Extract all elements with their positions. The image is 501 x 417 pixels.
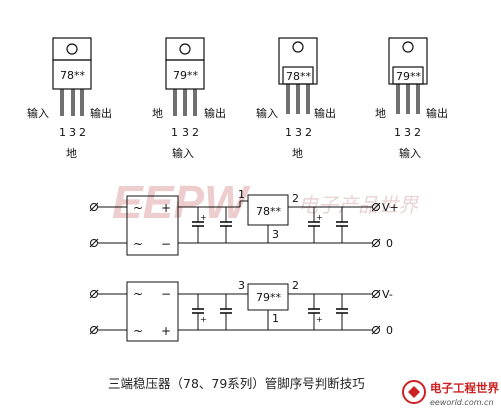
- watermark: EEPW 电子产品世界: [112, 176, 419, 228]
- bridge-top-plus: +: [161, 201, 171, 215]
- package-2-left-label: 地: [152, 107, 163, 120]
- regulator-79-label: 79**: [256, 291, 281, 304]
- bridge-bottom-minus: −: [161, 287, 171, 301]
- terminal-ac-bottom-1: [90, 290, 98, 298]
- regulator-78-pin-out: 2: [292, 192, 299, 205]
- package-2-label: 79**: [173, 69, 198, 82]
- package-4-right-label: 输出: [426, 106, 448, 120]
- package-3-label: 78**: [286, 70, 311, 83]
- package-1-tab: [52, 37, 92, 61]
- package-3-pin-c: 2: [305, 126, 312, 139]
- package-4-label: 79**: [396, 70, 421, 83]
- logo-text-cn: 电子工程世界: [430, 381, 499, 395]
- terminal-zero-bottom: [372, 326, 380, 334]
- package-1-pin-b: 3: [69, 126, 76, 139]
- package-1-left-label: 输入: [27, 106, 49, 120]
- watermark-main: EEPW: [112, 176, 251, 228]
- terminal-ac-top-1: [90, 203, 98, 211]
- bridge-top-minus: −: [161, 237, 171, 251]
- regulator-79-pin-out: 2: [292, 279, 299, 292]
- terminal-ac-top-2: [90, 239, 98, 247]
- regulator-79-pin-gnd: 1: [272, 312, 279, 325]
- package-3-pin-b: 3: [295, 126, 302, 139]
- cap-bottom-1-plus: +: [200, 315, 207, 324]
- package-1-pin-a: 1: [59, 126, 66, 139]
- bridge-bottom-ac-2: ~: [133, 324, 143, 338]
- package-2: [165, 37, 205, 116]
- package-2-pin-b: 3: [182, 126, 189, 139]
- package-4: [388, 37, 428, 114]
- bridge-top-ac-2: ~: [133, 237, 143, 251]
- package-1-right-label: 输出: [90, 106, 112, 120]
- output-zero-top-label: 0: [386, 237, 393, 250]
- logo-text-url: eeworld.com.cn: [430, 398, 494, 407]
- package-3-right-label: 输出: [314, 106, 336, 120]
- package-2-right-label: 输出: [204, 106, 226, 120]
- package-3-pin-a: 1: [285, 126, 292, 139]
- package-4-pin-b: 3: [404, 126, 411, 139]
- regulator-78-pin-in: 1: [238, 188, 245, 201]
- cap-top-3-plus: +: [316, 213, 323, 222]
- bridge-top-ac-1: ~: [133, 201, 143, 215]
- package-1-label: 78**: [60, 69, 85, 82]
- circuit-bottom: [89, 281, 381, 342]
- bridge-rectifier-top: [126, 195, 179, 256]
- package-3-left-label: 输入: [256, 106, 278, 120]
- bridge-rectifier-bottom: [126, 281, 179, 342]
- bridge-bottom-plus: +: [161, 324, 171, 338]
- regulator-79-pin-in: 3: [238, 279, 245, 292]
- circuit-top: [89, 194, 381, 256]
- package-4-pin-c: 2: [414, 126, 421, 139]
- package-1: [52, 37, 92, 116]
- package-2-pin-c: 2: [192, 126, 199, 139]
- package-3: [278, 37, 318, 114]
- bridge-bottom-ac-1: ~: [133, 287, 143, 301]
- output-zero-bottom-label: 0: [386, 324, 393, 337]
- package-3-bottom-label: 地: [292, 147, 303, 160]
- diagram-caption: 三端稳压器（78、79系列）管脚序号判断技巧: [108, 376, 365, 391]
- terminal-zero-top: [372, 239, 380, 247]
- logo-mark-icon: [402, 380, 426, 404]
- package-1-pin-c: 2: [79, 126, 86, 139]
- package-4-bottom-label: 输入: [399, 146, 421, 160]
- watermark-cn: 电子产品世界: [298, 193, 419, 217]
- output-vplus-label: V+: [382, 201, 399, 214]
- package-2-bottom-label: 输入: [172, 146, 194, 160]
- regulator-78-pin-gnd: 3: [272, 228, 279, 241]
- regulator-78-label: 78**: [256, 205, 281, 218]
- package-2-pin-a: 1: [171, 126, 178, 139]
- terminal-vplus: [372, 203, 380, 211]
- terminal-ac-bottom-2: [90, 326, 98, 334]
- cap-bottom-3-plus: +: [316, 315, 323, 324]
- terminal-vminus: [372, 290, 380, 298]
- package-4-left-label: 地: [375, 107, 386, 120]
- output-vminus-label: V-: [382, 288, 393, 301]
- package-1-bottom-label: 地: [66, 147, 77, 160]
- cap-top-1-plus: +: [200, 213, 207, 222]
- package-1-hole: [66, 43, 78, 55]
- eeworld-logo: 电子工程世界 eeworld.com.cn: [402, 380, 499, 407]
- package-4-pin-a: 1: [394, 126, 401, 139]
